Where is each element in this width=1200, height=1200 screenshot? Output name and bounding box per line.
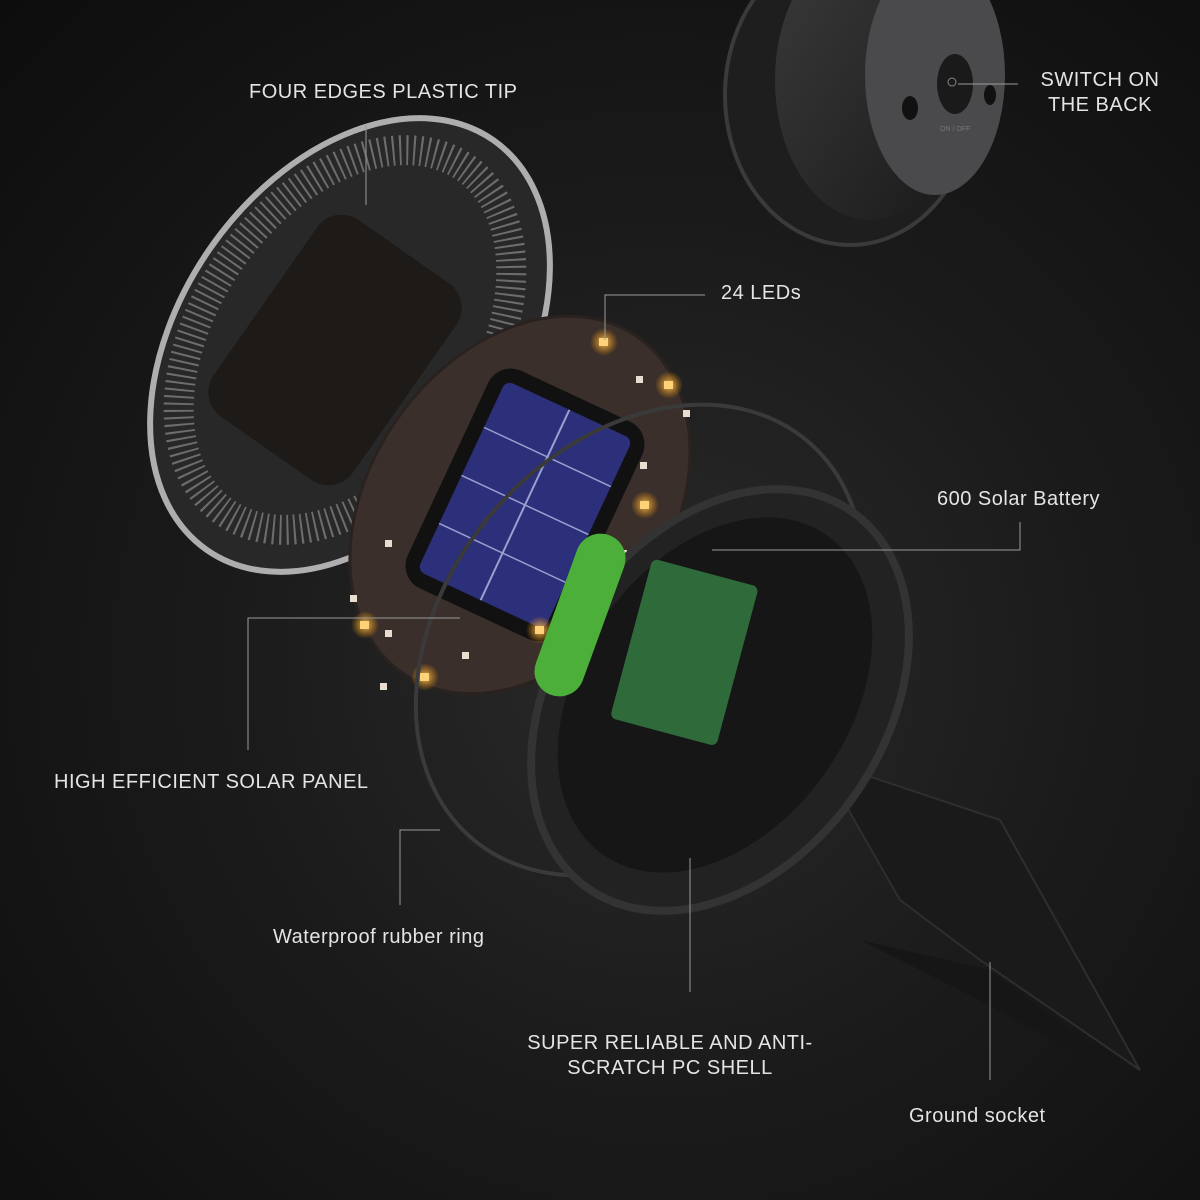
power-switch-icon bbox=[937, 54, 973, 114]
circuit-board bbox=[611, 559, 758, 745]
label-pc-shell-line2: SCRATCH PC SHELL bbox=[567, 1057, 773, 1079]
label-switch-line2: THE BACK bbox=[1047, 94, 1153, 116]
battery bbox=[534, 533, 626, 697]
label-battery: 600 Solar Battery bbox=[937, 488, 1101, 510]
label-plastic-tip: FOUR EDGES PLASTIC TIP bbox=[249, 81, 518, 103]
label-switch-line1: SWITCH ON bbox=[1040, 69, 1160, 91]
label-pc-shell: SUPER RELIABLE AND ANTI- SCRATCH PC SHEL… bbox=[505, 1031, 835, 1081]
label-solar-panel: HIGH EFFICIENT SOLAR PANEL bbox=[54, 771, 369, 793]
label-leds: 24 LEDs bbox=[721, 282, 802, 304]
label-pc-shell-line1: SUPER RELIABLE AND ANTI- bbox=[527, 1032, 813, 1054]
label-switch: SWITCH ON THE BACK bbox=[1030, 68, 1170, 118]
back-cap: ON / OFF bbox=[723, 0, 1005, 247]
label-rubber-ring: Waterproof rubber ring bbox=[273, 926, 485, 948]
pc-shell bbox=[527, 485, 1150, 1090]
solar-panel bbox=[419, 382, 631, 628]
leader-lines bbox=[247, 83, 1021, 1080]
switch-marking: ON / OFF bbox=[940, 126, 970, 133]
label-ground-socket: Ground socket bbox=[909, 1105, 1046, 1127]
